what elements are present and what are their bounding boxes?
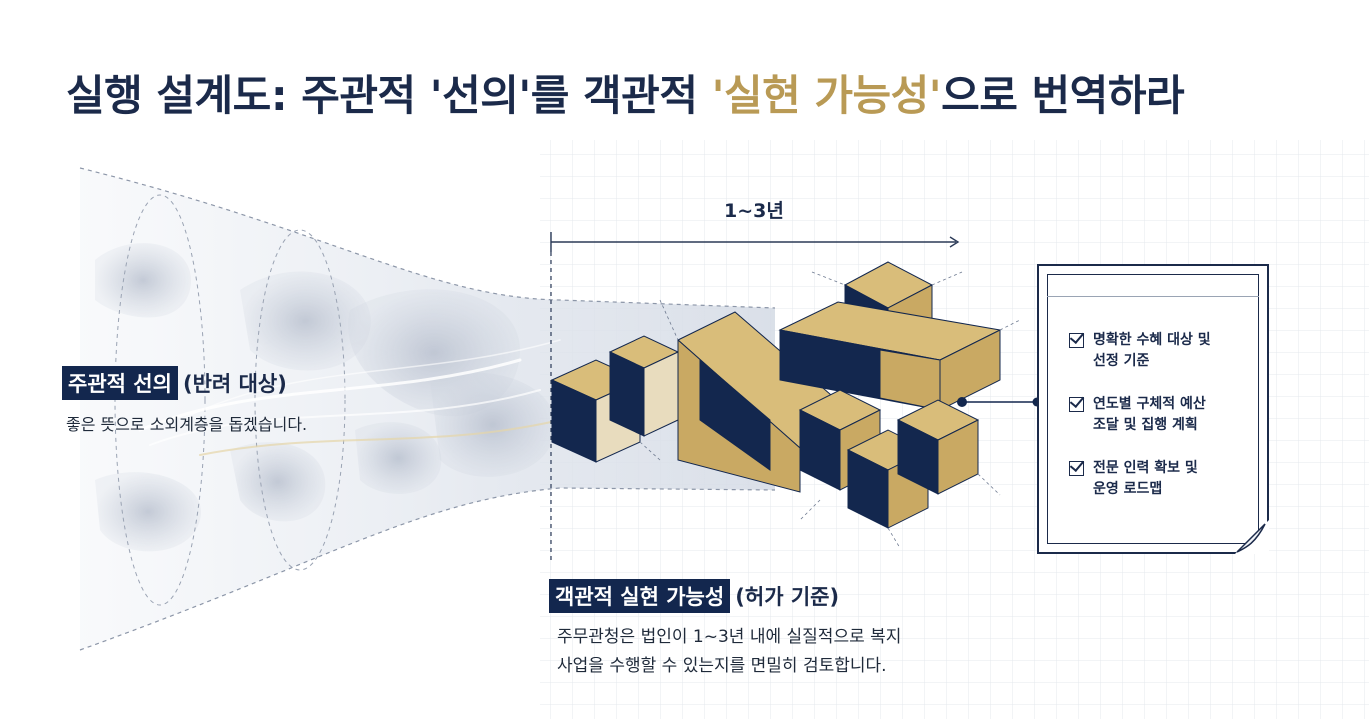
title-prefix: 실행 설계도: 주관적 '선의'를 객관적 [66, 71, 712, 120]
objective-description-line-1: 주무관청은 법인이 1~3년 내에 실질적으로 복지 [557, 627, 902, 647]
checklist-item: 명확한 수혜 대상 및 선정 기준 [1069, 330, 1243, 372]
check-icon [1069, 461, 1084, 476]
construction-lines [639, 271, 1021, 549]
block-cluster [550, 261, 1002, 529]
funnel-ring-1 [114, 194, 206, 606]
cube-small-2 [608, 335, 680, 437]
funnel-bottom-edge [79, 487, 776, 651]
funnel-ring-2 [254, 229, 346, 571]
title-highlight: '실현 가능성' [711, 71, 942, 120]
checklist-item-label: 명확한 수혜 대상 및 선정 기준 [1093, 332, 1211, 369]
check-icon [1069, 397, 1084, 412]
objective-label: 객관적 실현 가능성 (허가 기준) [549, 579, 839, 613]
page-curl-icon [1235, 520, 1269, 554]
objective-description-line-2: 사업을 수행할 수 있는지를 면밀히 검토합니다. [557, 656, 887, 676]
subjective-label: 주관적 선의 (반려 대상) [62, 366, 287, 400]
block-large [778, 301, 1002, 411]
connector-dot-left [957, 397, 967, 407]
light-streaks [138, 339, 561, 456]
checklist-item: 전문 인력 확보 및 운영 로드맵 [1069, 458, 1243, 500]
checklist-item-label: 연도별 구체적 예산 조달 및 집행 계획 [1093, 396, 1206, 433]
timeline-label: 1~3년 [724, 200, 784, 222]
subjective-tag: 주관적 선의 [62, 366, 178, 400]
title-suffix: 으로 번역하라 [941, 71, 1185, 120]
checklist-document: 명확한 수혜 대상 및 선정 기준 연도별 구체적 예산 조달 및 집행 계획 … [1037, 264, 1269, 554]
timeline-bracket [550, 232, 960, 560]
objective-note: (허가 기준) [735, 585, 840, 609]
page-title: 실행 설계도: 주관적 '선의'를 객관적 '실현 가능성'으로 번역하라 [66, 62, 1185, 123]
objective-description: 주무관청은 법인이 1~3년 내에 실질적으로 복지 사업을 수행할 수 있는지… [557, 623, 901, 681]
checklist-item: 연도별 구체적 예산 조달 및 집행 계획 [1069, 394, 1243, 436]
document-header-rule [1047, 296, 1259, 297]
subjective-note: (반려 대상) [183, 372, 287, 396]
checklist-item-label: 전문 인력 확보 및 운영 로드맵 [1093, 460, 1198, 497]
subjective-description: 좋은 뜻으로 소외계층을 돕겠습니다. [66, 415, 308, 434]
cube-bottom-3 [896, 399, 980, 495]
check-icon [1069, 333, 1084, 348]
checklist: 명확한 수혜 대상 및 선정 기준 연도별 구체적 예산 조달 및 집행 계획 … [1069, 330, 1243, 522]
document-inner-border [1047, 274, 1259, 544]
objective-tag: 객관적 실현 가능성 [549, 579, 731, 613]
